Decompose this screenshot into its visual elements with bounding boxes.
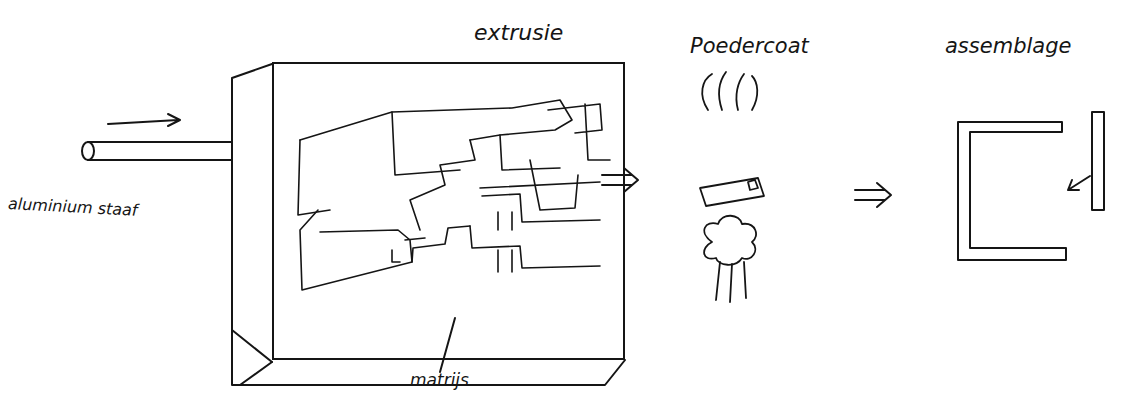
stage-heading: extrusie <box>474 20 563 45</box>
assembly-parts <box>958 112 1104 260</box>
leader-line <box>440 318 455 372</box>
extruded-profile <box>298 100 610 290</box>
process-arrow <box>602 168 891 207</box>
extrusion-press <box>232 64 625 385</box>
part-label: aluminium staaf <box>8 194 138 220</box>
part-label: matrijs <box>410 370 469 390</box>
aluminium-bar <box>82 114 232 160</box>
die-block: extrusie <box>272 62 625 360</box>
powder-spray <box>700 72 764 302</box>
stage-heading: assemblage <box>945 34 1071 58</box>
stage-heading: Poedercoat <box>690 34 809 58</box>
